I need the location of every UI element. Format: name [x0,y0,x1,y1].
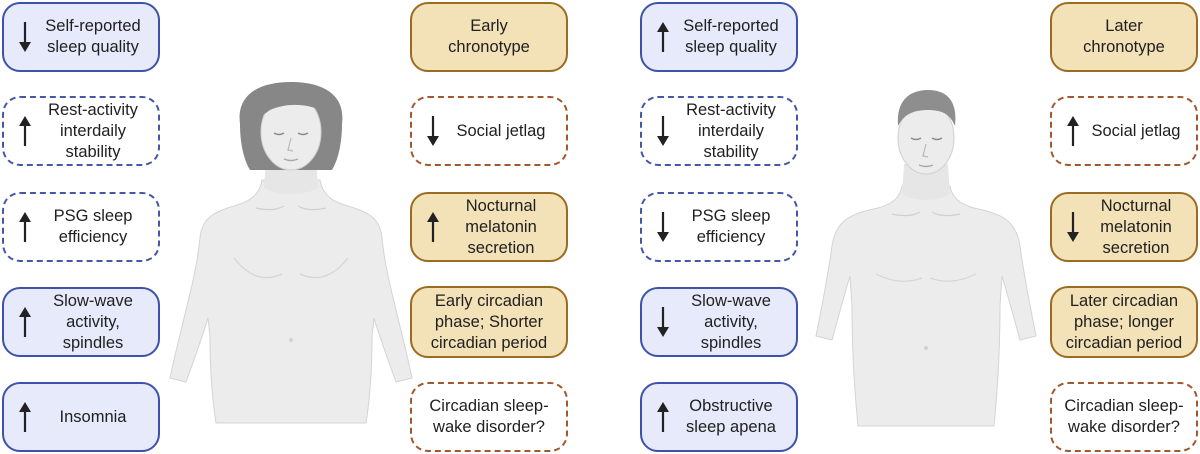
left-chronotype-box-4: Early circadian phase; Shorter circadian… [410,286,568,358]
left-chronotype-label-1: Early chronotype [448,17,530,56]
right-chronotype-label-1: Later chronotype [1083,17,1165,56]
up-arrow-icon [14,303,36,341]
right-trait-box-3: PSG sleep efficiency [640,192,798,262]
right-trait-label-2: Rest-activity interdaily stability [686,100,776,161]
right-chronotype-box-4: Later circadian phase; longer circadian … [1050,286,1198,358]
right-chronotype-label-3: Nocturnal melatonin secretion [1100,196,1172,257]
left-chronotype-box-1: Early chronotype [410,2,568,72]
female-body-illustration [169,82,413,424]
down-arrow-icon [652,208,674,246]
left-trait-box-5: Insomnia [2,382,160,452]
right-chronotype-box-1: Later chronotype [1050,2,1198,72]
right-chronotype-label-5: Circadian sleep- wake disorder? [1064,397,1184,436]
male-body-illustration [815,90,1037,427]
down-arrow-icon [422,112,444,150]
left-chronotype-label-3: Nocturnal melatonin secretion [465,196,537,257]
right-trait-label-3: PSG sleep efficiency [691,207,771,246]
left-trait-label-1: Self-reported sleep quality [45,17,141,56]
down-arrow-icon [652,303,674,341]
right-chronotype-box-5: Circadian sleep- wake disorder? [1050,382,1198,452]
right-trait-box-1: Self-reported sleep quality [640,2,798,72]
left-trait-label-4: Slow-wave activity, spindles [53,291,133,352]
up-arrow-icon [14,208,36,246]
down-arrow-icon [1062,208,1084,246]
left-chronotype-box-5: Circadian sleep- wake disorder? [410,382,568,452]
left-trait-label-2: Rest-activity interdaily stability [48,100,138,161]
right-trait-label-1: Self-reported sleep quality [683,17,779,56]
right-chronotype-label-2: Social jetlag [1091,121,1181,140]
down-arrow-icon [14,18,36,56]
up-arrow-icon [14,112,36,150]
left-trait-label-5: Insomnia [59,407,127,426]
left-chronotype-box-3: Nocturnal melatonin secretion [410,192,568,262]
left-trait-box-4: Slow-wave activity, spindles [2,287,160,357]
down-arrow-icon [652,112,674,150]
up-arrow-icon [1062,112,1084,150]
left-chronotype-label-4: Early circadian phase; Shorter circadian… [430,291,548,352]
left-chronotype-label-5: Circadian sleep- wake disorder? [429,397,549,436]
left-trait-box-1: Self-reported sleep quality [2,2,160,72]
right-trait-box-4: Slow-wave activity, spindles [640,287,798,357]
left-chronotype-box-2: Social jetlag [410,96,568,166]
left-trait-box-2: Rest-activity interdaily stability [2,96,160,166]
right-chronotype-label-4: Later circadian phase; longer circadian … [1065,291,1183,352]
up-arrow-icon [14,398,36,436]
left-chronotype-label-2: Social jetlag [456,121,546,140]
up-arrow-icon [422,208,444,246]
left-trait-box-3: PSG sleep efficiency [2,192,160,262]
up-arrow-icon [652,398,674,436]
right-trait-box-2: Rest-activity interdaily stability [640,96,798,166]
right-chronotype-box-2: Social jetlag [1050,96,1198,166]
left-trait-label-3: PSG sleep efficiency [53,207,133,246]
right-trait-box-5: Obstructive sleep apena [640,382,798,452]
right-trait-label-4: Slow-wave activity, spindles [691,291,771,352]
right-trait-label-5: Obstructive sleep apena [686,397,776,436]
up-arrow-icon [652,18,674,56]
right-chronotype-box-3: Nocturnal melatonin secretion [1050,192,1198,262]
